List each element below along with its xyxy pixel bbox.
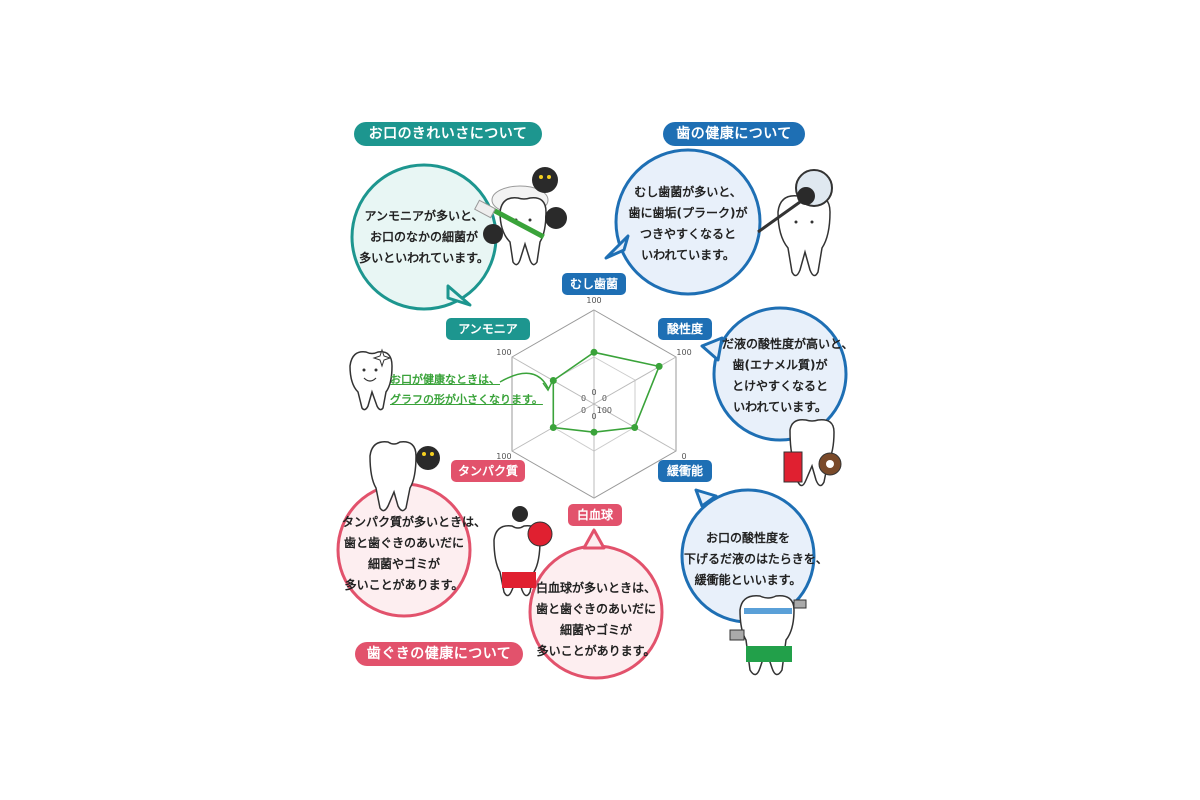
radar-point-2 — [631, 424, 639, 431]
germ-characters-top — [483, 167, 567, 244]
bubble-acidity-line-3: とけやすくなると — [731, 379, 828, 393]
tooth-character-germ-rider — [369, 441, 440, 512]
radar-tick-outer-1: 100 — [676, 348, 691, 357]
axis-label-protein: タンパク質 — [451, 460, 525, 482]
radar-tick-outer-0: 100 — [586, 296, 601, 305]
bubble-protein-line-1: タンパク質が多いときは、 — [342, 515, 487, 529]
radar-tick-center-1: 0 — [602, 394, 607, 403]
bubble-acidity-line-4: いわれています。 — [733, 400, 827, 414]
tooth-character-brushing — [474, 185, 549, 266]
bubble-ammonia-line-2: お口のなかの細菌が — [369, 230, 478, 244]
bubble-cavity — [604, 148, 762, 296]
bubble-white-cells-line-2: 歯と歯ぐきのあいだに — [536, 602, 657, 616]
tooth-character-sparkle — [349, 348, 393, 411]
bubble-white-cells — [528, 528, 664, 680]
bubble-text-white-cells: 白血球が多いときは、 歯と歯ぐきのあいだに 細菌やゴミが 多いことがあります。 — [536, 578, 656, 662]
bubble-text-buffer: お口の酸性度を 下げるだ液のはたらきを、 緩衝能といいます。 — [684, 528, 828, 591]
bubble-buffer-line-3: 緩衝能といいます。 — [694, 573, 802, 587]
radar-point-4 — [549, 424, 557, 431]
bubble-text-acidity: だ液の酸性度が高いと、 歯(エナメル質)が とけやすくなると いわれています。 — [722, 334, 854, 418]
bubble-cavity-line-4: いわれています。 — [641, 248, 735, 262]
bubble-protein-line-2: 歯と歯ぐきのあいだに — [343, 536, 464, 550]
bubble-acidity-line-1: だ液の酸性度が高いと、 — [722, 337, 854, 351]
bubble-cavity-line-2: 歯に歯垢(プラーク)が — [628, 206, 748, 220]
radar-tick-center-4: 0 — [581, 406, 586, 415]
radar-tick-center-5: 0 — [581, 394, 586, 403]
bubble-cavity-line-3: つきやすくなると — [639, 227, 736, 241]
bubble-text-cavity: むし歯菌が多いと、 歯に歯垢(プラーク)が つきやすくなると いわれています。 — [628, 182, 748, 266]
section-title-teeth-health: 歯の健康について — [663, 122, 805, 146]
radar-tick-outer-4: 100 — [496, 452, 511, 461]
section-title-gum-health: 歯ぐきの健康について — [355, 642, 523, 666]
bubble-white-cells-line-1: 白血球が多いときは、 — [536, 581, 657, 595]
bubble-acidity — [700, 306, 848, 442]
tooth-character-dumbbell — [729, 595, 807, 676]
bubble-protein-line-3: 細菌やゴミが — [367, 557, 440, 571]
radar-point-0 — [590, 348, 598, 356]
bubble-text-protein: タンパク質が多いときは、 歯と歯ぐきのあいだに 細菌やゴミが 多いことがあります… — [342, 512, 487, 596]
bubble-acidity-line-2: 歯(エナメル質)が — [732, 358, 828, 372]
tooth-character-boxer — [493, 506, 553, 597]
healthy-hint: お口が健康なときは、 グラフの形が小さくなります。 — [390, 370, 543, 410]
radar-tick-center-3: 0 — [591, 412, 596, 421]
axis-label-ammonia: アンモニア — [446, 318, 530, 340]
axis-label-white-cells: 白血球 — [568, 504, 622, 526]
bubble-ammonia-line-1: アンモニアが多いと、 — [364, 209, 484, 223]
bubble-ammonia-line-3: 多いといわれています。 — [359, 251, 489, 265]
healthy-hint-line-2: グラフの形が小さくなります。 — [390, 393, 543, 406]
healthy-hint-line-1: お口が健康なときは、 — [390, 373, 500, 386]
bubble-text-ammonia: アンモニアが多いと、 お口のなかの細菌が 多いといわれています。 — [354, 206, 494, 269]
radar-point-3 — [590, 428, 598, 436]
bubble-buffer-line-2: 下げるだ液のはたらきを、 — [684, 552, 828, 566]
radar-tick-outer-2: 0 — [682, 452, 687, 461]
tooth-character-magnifier — [757, 169, 833, 277]
radar-tick-outer-5: 100 — [496, 348, 511, 357]
radar-point-1 — [655, 362, 663, 370]
section-title-mouth-clean: お口のきれいさについて — [354, 122, 542, 146]
bubble-buffer-line-1: お口の酸性度を — [705, 531, 790, 545]
radar-tick-center-0: 0 — [591, 388, 596, 397]
axis-label-buffer: 緩衝能 — [658, 460, 712, 482]
hint-arrow — [499, 372, 549, 389]
bubble-white-cells-line-4: 多いことがあります。 — [536, 644, 656, 658]
tooth-character-soda — [783, 418, 842, 487]
hint-arrowhead — [542, 381, 553, 392]
bubble-protein-line-4: 多いことがあります。 — [344, 578, 464, 592]
axis-label-cavity: むし歯菌 — [562, 273, 626, 295]
radar-tick-center-2: 100 — [597, 406, 612, 415]
bubble-cavity-line-1: むし歯菌が多いと、 — [634, 185, 742, 199]
axis-label-acidity: 酸性度 — [658, 318, 712, 340]
bubble-white-cells-line-3: 細菌やゴミが — [559, 623, 632, 637]
